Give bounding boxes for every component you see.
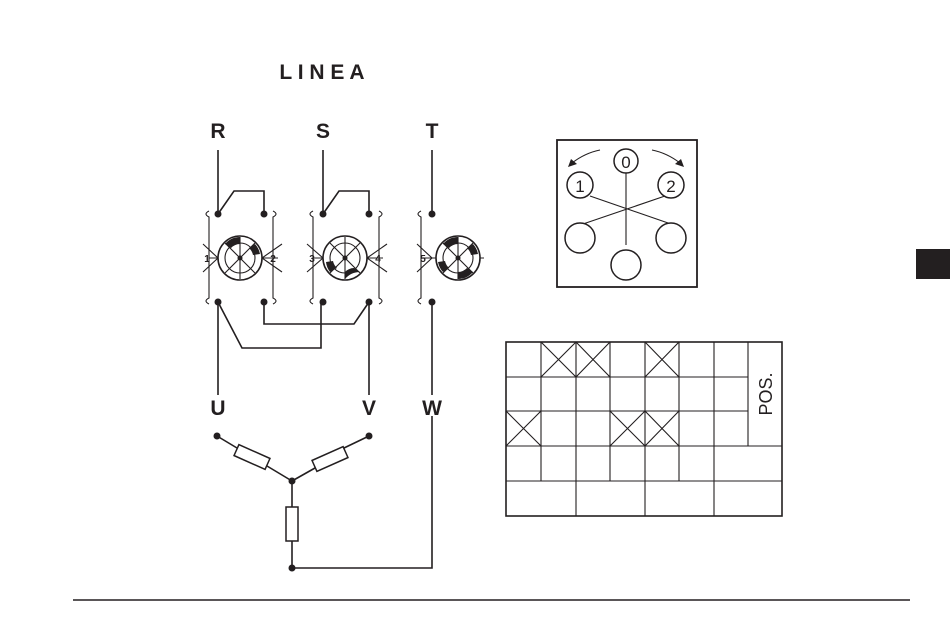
position-1-label: 1 <box>575 177 584 196</box>
resistor-v <box>312 447 348 472</box>
contact-number-2: 2 <box>270 254 276 265</box>
star-load <box>214 416 433 572</box>
position-0-label: 0 <box>621 153 630 172</box>
contact-number-5: 5 <box>420 254 426 265</box>
label-v: V <box>362 397 376 420</box>
contact-number-4: 4 <box>375 254 381 265</box>
diagram-title: L I N E A <box>279 61 364 84</box>
cam-rotor-3 <box>417 236 484 280</box>
page-tab-marker <box>916 249 950 279</box>
label-s: S <box>316 120 330 143</box>
output-wires <box>218 302 432 395</box>
contact-number-3: 3 <box>309 254 315 265</box>
contact-number-1: 1 <box>204 254 210 265</box>
incoming-wires <box>218 150 432 214</box>
position-2-label: 2 <box>666 177 675 196</box>
label-u: U <box>210 397 225 420</box>
label-r: R <box>210 120 225 143</box>
label-t: T <box>426 120 439 143</box>
table-pos-label: POS. <box>756 372 776 415</box>
switching-table <box>506 342 782 516</box>
resistor-u <box>234 445 270 470</box>
top-terminals <box>215 211 436 218</box>
bottom-terminals <box>215 299 436 306</box>
resistor-w <box>286 507 298 541</box>
